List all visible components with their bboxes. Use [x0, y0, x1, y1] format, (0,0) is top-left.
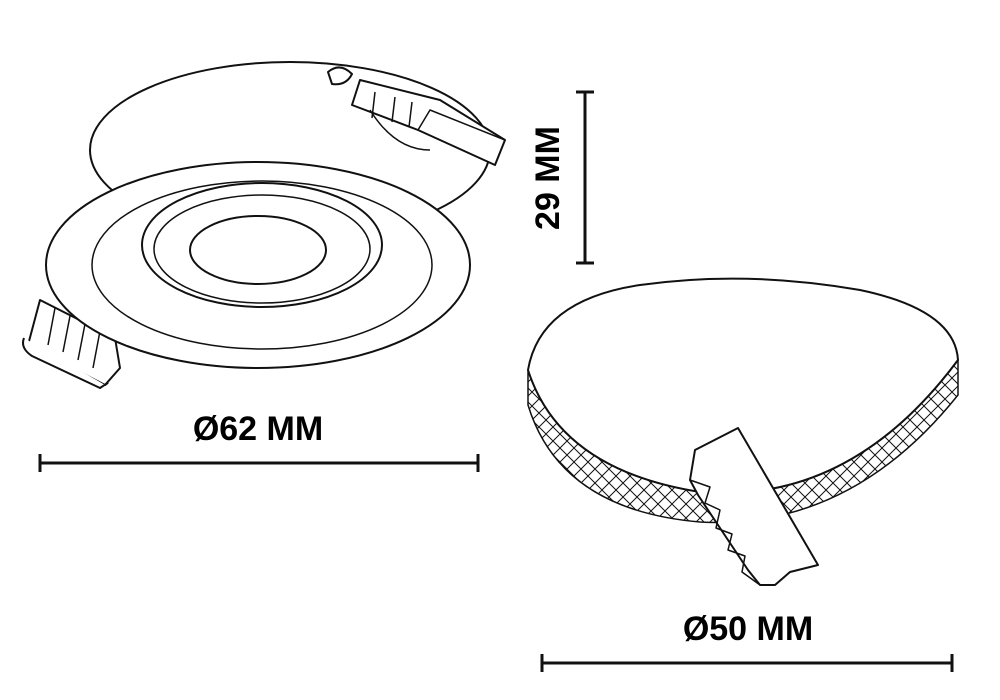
fixture-lens-cup-rim [153, 194, 371, 304]
fixture-trim-ring-inner [91, 180, 433, 350]
fixture-lens [189, 215, 327, 285]
outer-diameter-label: Ø62 MM [193, 410, 323, 448]
cutout-diameter-dimension: Ø50 MM [540, 610, 954, 672]
cutout-diameter-label: Ø50 MM [683, 610, 813, 648]
downlight-fixture [22, 61, 506, 389]
ceiling-cutout-wall [527, 359, 959, 524]
hole-saw-icon [689, 427, 819, 586]
terminal-block-icon [327, 66, 506, 166]
ceiling-cutout [527, 277, 959, 586]
outer-diameter-dimension: Ø62 MM [38, 410, 480, 472]
height-dimension: 29 MM [529, 90, 594, 265]
height-label: 29 MM [529, 126, 567, 230]
